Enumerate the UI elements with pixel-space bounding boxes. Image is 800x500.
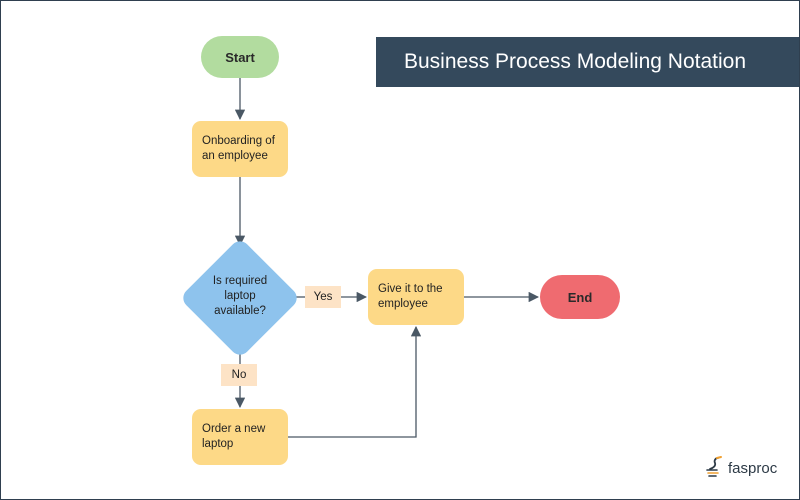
onboarding-node: Onboarding of an employee	[192, 121, 288, 177]
diagram-title-banner: Business Process Modeling Notation	[376, 37, 799, 87]
start-node: Start	[201, 36, 279, 78]
give-laptop-node-label: Give it to the employee	[378, 283, 443, 310]
fasproc-logo-text: fasproc	[728, 459, 778, 477]
fasproc-logo: fasproc	[705, 455, 778, 482]
order-laptop-node: Order a new laptop	[192, 409, 288, 465]
onboarding-node-label: Onboarding of an employee	[202, 135, 275, 162]
give-laptop-node: Give it to the employee	[368, 269, 464, 325]
start-node-label: Start	[225, 49, 255, 65]
edge-order-give	[288, 325, 422, 438]
order-laptop-node-label: Order a new laptop	[202, 423, 266, 450]
edge-label-no: No	[221, 364, 257, 386]
fasproc-bird-logo-icon	[705, 455, 725, 482]
diagram-title: Business Process Modeling Notation	[404, 50, 747, 73]
end-node-label: End	[567, 289, 593, 305]
decision-node-label: Is required laptop available?	[212, 275, 268, 317]
edge-label-yes: Yes	[305, 286, 341, 308]
end-node: End	[540, 275, 620, 319]
